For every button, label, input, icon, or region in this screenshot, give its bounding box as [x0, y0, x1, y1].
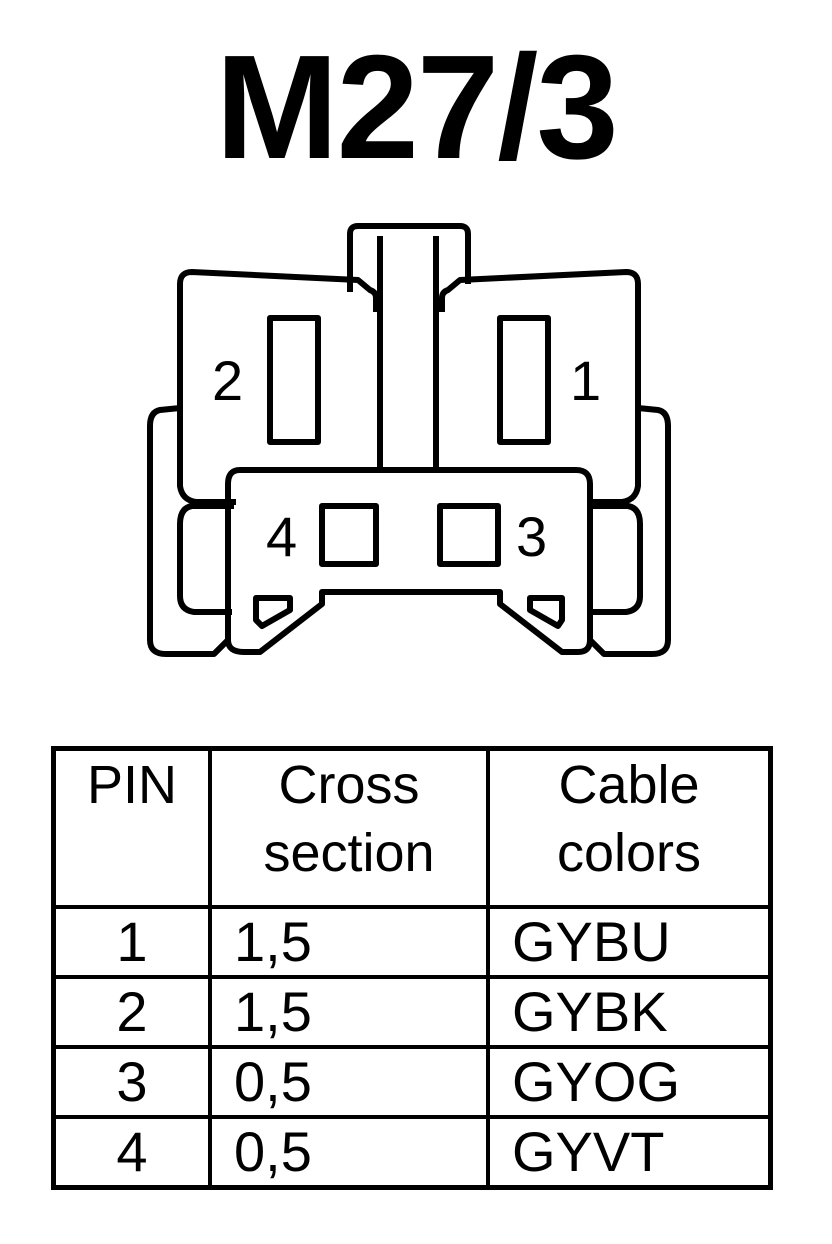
left-latch-inner — [177, 503, 234, 615]
cell-cross-section: 1,5 — [208, 975, 490, 1049]
pin-table: PIN Cross section Cable colors 1 1,5 GYB… — [51, 746, 773, 1190]
header-cross-section: Cross section — [208, 746, 490, 909]
cell-cross-section: 0,5 — [208, 1115, 490, 1190]
header-cross-line1: Cross — [278, 755, 420, 815]
table-row: 1 1,5 GYBU — [51, 905, 773, 979]
cell-cable-color: GYVT — [486, 1115, 773, 1190]
connector-diagram: 2 1 4 3 — [147, 223, 671, 657]
right-latch-inner — [590, 503, 643, 615]
locking-tab-inner — [377, 236, 439, 470]
cell-cross-section: 0,5 — [208, 1045, 490, 1119]
cell-pin: 2 — [51, 975, 212, 1049]
cell-cable-color: GYBU — [486, 905, 773, 979]
pin-label-3: 3 — [516, 505, 547, 568]
header-cable-colors: Cable colors — [486, 746, 773, 909]
cell-cable-color: GYBK — [486, 975, 773, 1049]
cell-pin: 1 — [51, 905, 212, 979]
right-latch — [587, 405, 671, 657]
connector-body — [177, 269, 379, 505]
pin-cavity-2 — [267, 315, 321, 445]
header-pin: PIN — [51, 746, 212, 909]
header-color-line2: colors — [556, 823, 702, 883]
pin-cavity-3 — [437, 503, 501, 567]
left-latch — [147, 405, 231, 657]
right-key — [527, 595, 565, 629]
page-title: M27/3 — [215, 25, 618, 190]
table-row: 2 1,5 GYBK — [51, 975, 773, 1049]
table-row: 4 0,5 GYVT — [51, 1115, 773, 1190]
cell-cross-section: 1,5 — [208, 905, 490, 979]
left-key — [253, 595, 293, 629]
pin-label-4: 4 — [266, 505, 297, 568]
pin-cavity-1 — [497, 315, 551, 445]
lower-housing — [225, 467, 593, 655]
pin-label-1: 1 — [570, 349, 601, 412]
table-row: 3 0,5 GYOG — [51, 1045, 773, 1119]
header-color-line1: Cable — [558, 755, 700, 815]
locking-tab — [347, 223, 471, 292]
cell-pin: 4 — [51, 1115, 212, 1190]
pin-label-2: 2 — [212, 349, 243, 412]
cell-pin: 3 — [51, 1045, 212, 1119]
connector-body-right — [439, 269, 641, 505]
table-header-row: PIN Cross section Cable colors — [51, 746, 773, 909]
header-cross-line2: section — [263, 823, 435, 883]
pin-cavity-4 — [319, 503, 379, 567]
cell-cable-color: GYOG — [486, 1045, 773, 1119]
header-pin-label: PIN — [86, 755, 178, 815]
